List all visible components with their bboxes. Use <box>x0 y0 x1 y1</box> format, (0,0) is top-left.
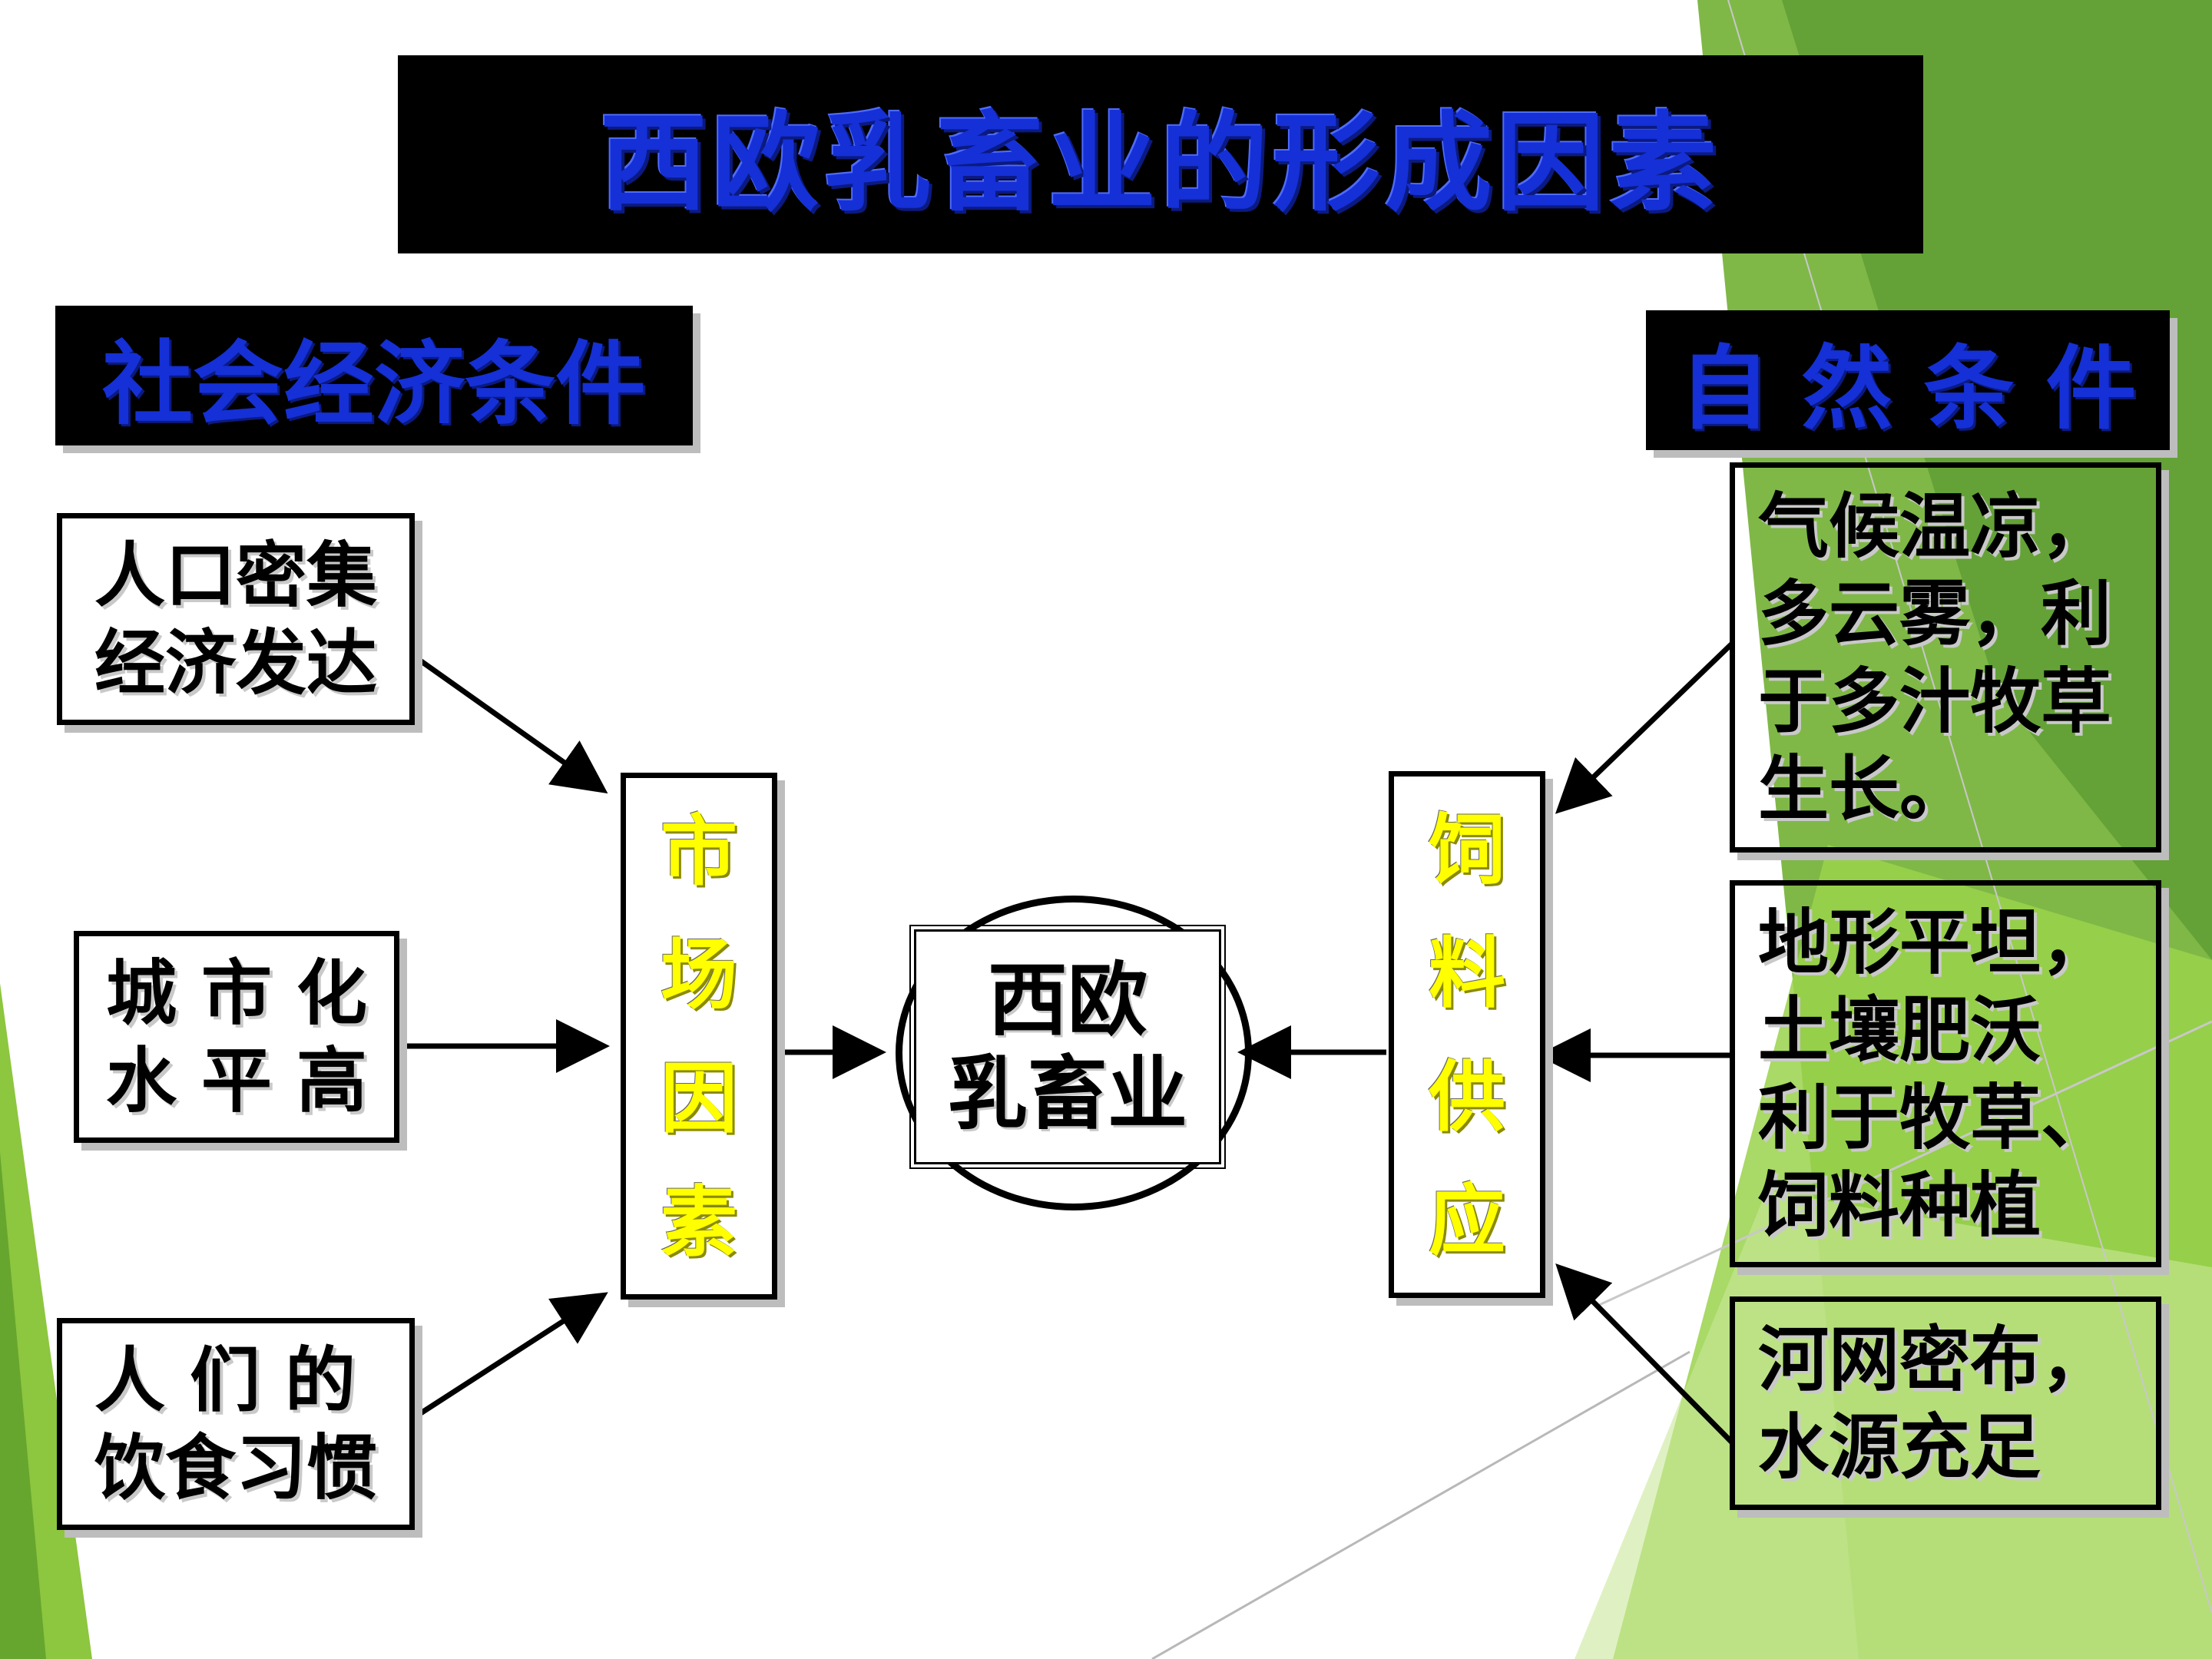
feed-char-3: 供 <box>1429 1051 1505 1142</box>
factor-terrain-text: 地形平坦， 土壤肥沃 利于牧草、 饲料种植 <box>1758 901 2112 1247</box>
natural-header-text: 自 然 条 件 <box>1679 335 2137 442</box>
market-char-2: 场 <box>661 929 737 1020</box>
feed-char-2: 料 <box>1429 927 1505 1018</box>
natural-header-box: 自 然 条 件 <box>1646 310 2170 450</box>
factor-population-text: 人口密集 经济发达 <box>94 534 377 704</box>
social-header-box: 社会经济条件 <box>55 306 693 445</box>
arrow-climate-to-feed <box>1555 641 1734 814</box>
arrow-population-to-market <box>412 654 608 794</box>
factor-population-box: 人口密集 经济发达 <box>57 513 415 725</box>
feed-supply-box: 饲 料 供 应 <box>1389 771 1545 1298</box>
market-char-4: 素 <box>661 1176 737 1267</box>
feed-char-1: 饲 <box>1429 803 1505 895</box>
market-char-3: 因 <box>661 1052 737 1144</box>
decor-line-1 <box>1151 1350 1690 1659</box>
factor-urbanization-text: 城 市 化 水 平 高 <box>105 952 368 1122</box>
factor-diet-box: 人 们 的 饮食习惯 <box>57 1318 415 1530</box>
arrow-diet-to-market <box>413 1292 608 1419</box>
factor-water-text: 河网密布， 水源充足 <box>1758 1318 2112 1488</box>
decor-line-3 <box>1727 0 2212 1614</box>
page-title: 西欧乳畜业的形成因素 <box>599 101 1721 227</box>
factor-urbanization-box: 城 市 化 水 平 高 <box>74 931 399 1143</box>
decor-line-2 <box>1597 1020 2212 1307</box>
factor-terrain-box: 地形平坦， 土壤肥沃 利于牧草、 饲料种植 <box>1730 880 2161 1267</box>
market-factor-box: 市 场 因 素 <box>621 773 777 1300</box>
factor-water-box: 河网密布， 水源充足 <box>1730 1296 2161 1510</box>
market-char-1: 市 <box>661 805 737 896</box>
center-node: 西欧 乳畜业 <box>909 925 1226 1169</box>
factor-climate-text: 气候温凉， 多云雾，利 于多汁牧草 生长。 <box>1758 485 2112 830</box>
arrow-water-to-feed <box>1555 1263 1734 1445</box>
social-header-text: 社会经济条件 <box>101 330 646 437</box>
center-text: 西欧 乳畜业 <box>947 952 1187 1141</box>
green-panel-left-dark <box>0 1152 46 1659</box>
title-bar: 西欧乳畜业的形成因素 <box>398 55 1923 253</box>
feed-char-4: 应 <box>1429 1174 1505 1266</box>
factor-diet-text: 人 们 的 饮食习惯 <box>94 1339 377 1509</box>
factor-climate-box: 气候温凉， 多云雾，利 于多汁牧草 生长。 <box>1730 462 2161 853</box>
